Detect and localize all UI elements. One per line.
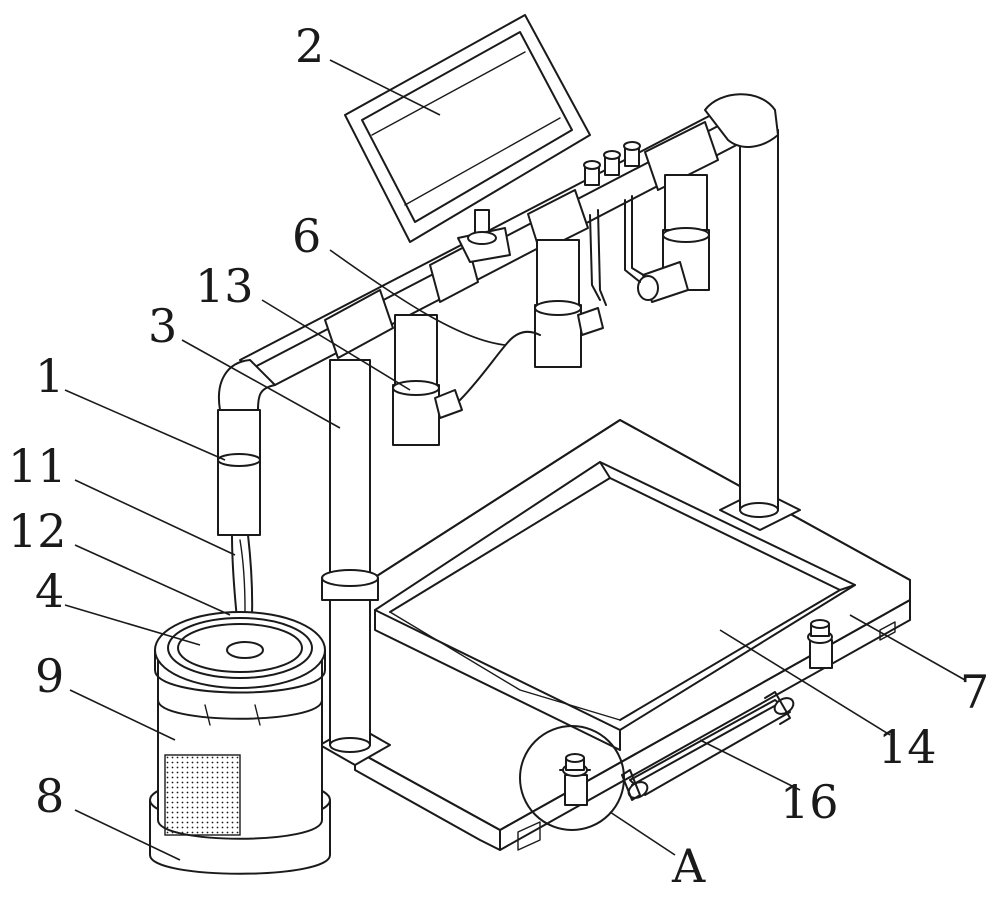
callout-labels: 2 6 13 3 1 11 12 4 9 8 7 14 16 A bbox=[8, 19, 989, 893]
pump-unit-middle bbox=[534, 209, 607, 368]
container bbox=[149, 611, 331, 875]
suction-pipe bbox=[217, 409, 261, 651]
right-post bbox=[719, 129, 801, 531]
clamp-front bbox=[559, 753, 591, 806]
callout-9: 9 bbox=[35, 649, 64, 703]
callout-6: 6 bbox=[292, 209, 321, 263]
callout-12: 12 bbox=[8, 504, 67, 558]
callout-7: 7 bbox=[960, 665, 989, 719]
clamp-right bbox=[807, 619, 833, 669]
callout-a: A bbox=[671, 839, 706, 893]
callout-8: 8 bbox=[35, 769, 64, 823]
tray bbox=[374, 461, 856, 751]
sensor-connectors bbox=[583, 141, 641, 186]
callout-14: 14 bbox=[878, 720, 937, 774]
left-post bbox=[319, 359, 391, 766]
signal-cable bbox=[459, 330, 541, 401]
callout-2: 2 bbox=[295, 19, 324, 73]
handle bbox=[621, 691, 795, 801]
callout-16: 16 bbox=[780, 775, 839, 829]
leader-lines bbox=[64, 59, 966, 861]
callout-1: 1 bbox=[35, 349, 64, 403]
detail-circle-a bbox=[519, 725, 625, 831]
callout-3: 3 bbox=[148, 299, 177, 353]
pump-unit-left bbox=[392, 314, 463, 446]
callout-4: 4 bbox=[35, 564, 64, 618]
callout-13: 13 bbox=[195, 259, 254, 313]
callout-11: 11 bbox=[8, 439, 67, 493]
pump-unit-right bbox=[624, 174, 710, 303]
display-screen bbox=[344, 14, 591, 263]
